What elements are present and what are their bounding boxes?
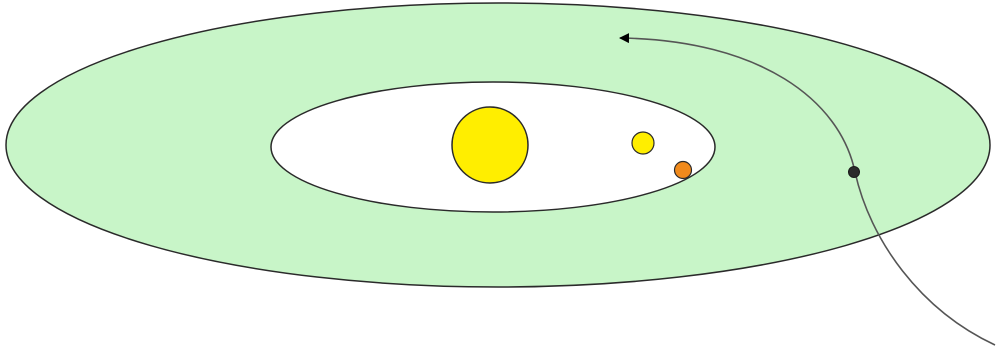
central-star (452, 107, 528, 183)
object-marker (849, 167, 860, 178)
small-orange-body (675, 162, 692, 179)
small-yellow-body (632, 132, 654, 154)
